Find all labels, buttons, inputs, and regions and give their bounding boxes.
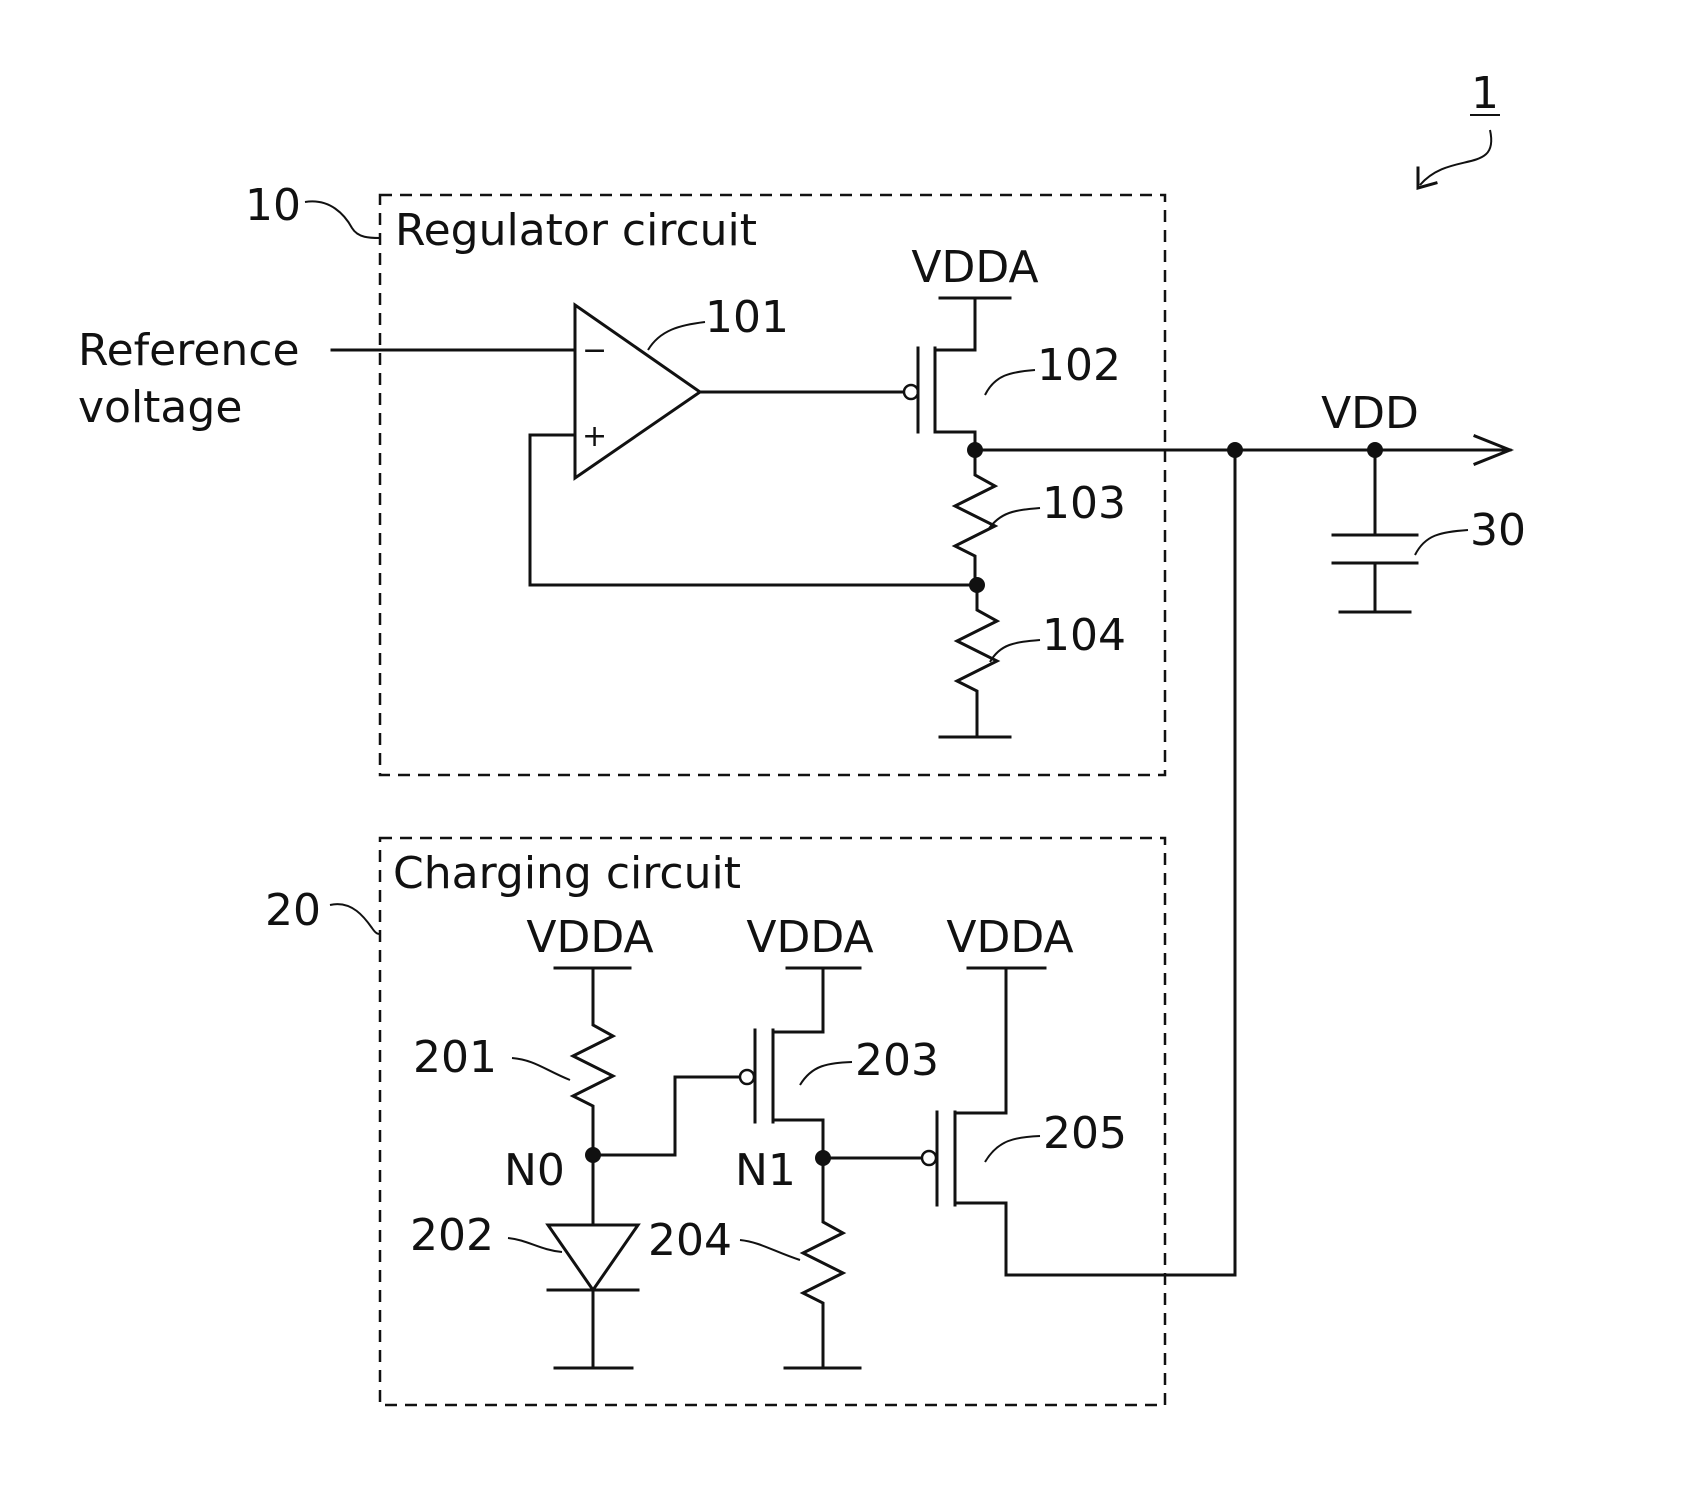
input-label-line2: voltage (78, 382, 242, 433)
resistor-104-ref: 104 (1042, 610, 1126, 661)
figure-number: 1 (1471, 68, 1499, 119)
figure-reference: 1 (1418, 68, 1500, 188)
figure-leader (1420, 130, 1491, 185)
vdda-label-102: VDDA (911, 242, 1038, 293)
opamp-minus-sign: − (582, 333, 607, 368)
transistor-203: VDDA 203 (740, 912, 939, 1158)
n0-to-gate-203-wire (593, 1077, 740, 1155)
source-102 (935, 300, 975, 350)
charging-ref-leader (330, 904, 380, 934)
node-n1-label: N1 (735, 1145, 796, 1196)
transistor-203-leader (800, 1062, 852, 1085)
regulator-circuit: Regulator circuit 10 Reference voltage −… (78, 180, 1165, 775)
resistor-104-leader (990, 640, 1040, 662)
charging-ref: 20 (265, 885, 321, 936)
transistor-203-ref: 203 (855, 1035, 939, 1086)
resistor-201-leader (512, 1058, 570, 1080)
vdda-label-205: VDDA (946, 912, 1073, 963)
transistor-205-ref: 205 (1043, 1108, 1127, 1159)
gate-bubble-205 (922, 1151, 936, 1165)
diode-202-leader (508, 1238, 562, 1252)
regulator-title: Regulator circuit (395, 205, 757, 256)
source-203 (773, 968, 823, 1032)
transistor-205: VDDA 205 (922, 912, 1127, 1207)
diode-202-body (548, 1225, 638, 1290)
vdda-label-203: VDDA (746, 912, 873, 963)
regulator-ref: 10 (245, 180, 301, 231)
transistor-102: VDDA 102 (904, 242, 1121, 450)
resistor-201-ref: 201 (413, 1032, 497, 1083)
diode-202-ref: 202 (410, 1210, 494, 1261)
transistor-102-leader (985, 370, 1035, 395)
capacitor-ref-leader (1415, 530, 1468, 555)
gate-bubble-102 (904, 385, 918, 399)
resistor-204-ref: 204 (648, 1215, 732, 1266)
resistor-103 (955, 450, 995, 585)
capacitor-ref: 30 (1470, 505, 1526, 556)
resistor-103-ref: 103 (1042, 478, 1126, 529)
vdda-label-201: VDDA (526, 912, 653, 963)
source-205 (955, 968, 1006, 1113)
feedback-wire (530, 435, 977, 585)
opamp-plus-sign: + (582, 419, 607, 454)
transistor-102-ref: 102 (1037, 340, 1121, 391)
opamp-ref-leader (648, 322, 705, 350)
resistor-201 (573, 968, 613, 1155)
drain-205 (955, 1203, 1006, 1207)
node-n0-label: N0 (504, 1145, 565, 1196)
vdd-label: VDD (1321, 388, 1419, 439)
capacitor-30: 30 (1333, 450, 1526, 612)
charging-title: Charging circuit (393, 848, 741, 899)
input-label-line1: Reference (78, 325, 300, 376)
resistor-204 (803, 1158, 843, 1368)
opamp-ref: 101 (705, 292, 789, 343)
output-vdd: VDD (975, 388, 1510, 464)
regulator-ref-leader (305, 201, 380, 238)
resistor-204-leader (740, 1240, 800, 1260)
transistor-205-leader (985, 1136, 1040, 1162)
gate-bubble-203 (740, 1070, 754, 1084)
charging-circuit: Charging circuit 20 VDDA 201 N0 202 VDDA (265, 838, 1165, 1405)
